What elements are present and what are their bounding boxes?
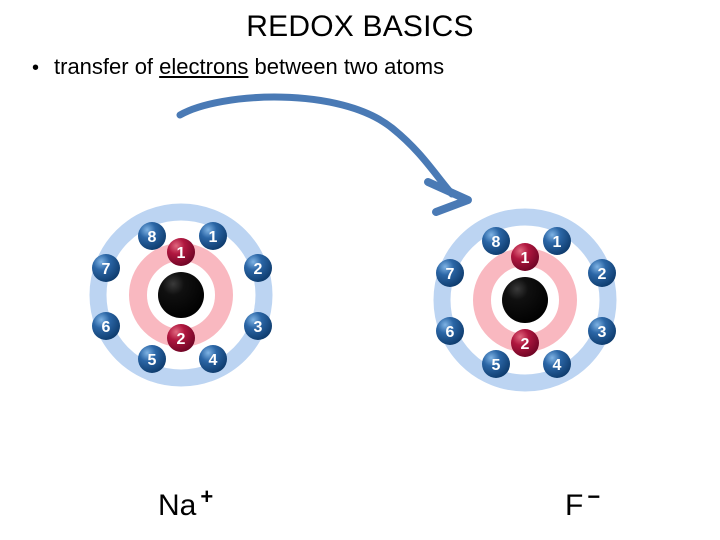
outer-electron: 8 [138, 222, 166, 250]
sodium-charge: + [200, 484, 214, 509]
outer-electron: 1 [199, 222, 227, 250]
bullet-underlined-word: electrons [159, 54, 249, 79]
nucleus [502, 277, 548, 323]
outer-electron: 7 [92, 254, 120, 282]
outer-electron-number: 8 [492, 234, 501, 251]
outer-electron: 3 [244, 312, 272, 340]
outer-electron-number: 2 [254, 261, 263, 278]
outer-electron: 6 [92, 312, 120, 340]
outer-electron: 4 [543, 350, 571, 378]
outer-electron: 1 [543, 227, 571, 255]
outer-electron-number: 7 [446, 266, 455, 283]
outer-electron: 5 [138, 345, 166, 373]
outer-electron-number: 3 [598, 324, 607, 341]
sodium-atom-diagram: 1 2 1 2 3 4 [81, 195, 281, 395]
outer-electron: 5 [482, 350, 510, 378]
bullet-line: • transfer of electrons between two atoms [32, 53, 692, 82]
inner-electron-number: 1 [177, 245, 186, 262]
outer-electron-number: 5 [492, 357, 501, 374]
outer-electron-number: 1 [209, 229, 218, 246]
inner-electron-number: 1 [521, 250, 530, 267]
outer-electron-number: 5 [148, 352, 157, 369]
outer-electron-number: 8 [148, 229, 157, 246]
outer-electron-number: 1 [553, 234, 562, 251]
outer-electron-number: 6 [102, 319, 111, 336]
nucleus [158, 272, 204, 318]
outer-electron: 4 [199, 345, 227, 373]
outer-electron: 6 [436, 317, 464, 345]
electron-transfer-arrow [176, 93, 472, 216]
outer-electron-number: 7 [102, 261, 111, 278]
bullet-text-after: between two atoms [248, 54, 445, 79]
outer-electron-number: 6 [446, 324, 455, 341]
bullet-marker: • [32, 57, 40, 79]
sodium-symbol: Na [158, 489, 197, 522]
bullet-text-before: transfer of [54, 54, 160, 79]
sodium-ion-label: Na+ [158, 486, 213, 523]
inner-electron-number: 2 [521, 336, 530, 353]
fluoride-ion-label: F− [565, 486, 600, 523]
outer-electron: 3 [588, 317, 616, 345]
inner-electron: 1 [511, 243, 539, 271]
outer-electron: 2 [244, 254, 272, 282]
outer-electron: 8 [482, 227, 510, 255]
atom-svg-left: 1 2 1 2 3 4 [89, 203, 273, 387]
arrow-shaft [176, 93, 456, 198]
inner-electron: 1 [167, 238, 195, 266]
inner-electron: 2 [511, 329, 539, 357]
outer-electron: 7 [436, 259, 464, 287]
outer-electron-number: 2 [598, 266, 607, 283]
inner-electron: 2 [167, 324, 195, 352]
outer-electron: 2 [588, 259, 616, 287]
outer-electron-number: 4 [553, 357, 562, 374]
fluorine-atom-diagram: 1 2 1 2 3 4 5 [425, 200, 625, 400]
outer-shell-ring [433, 208, 617, 392]
fluorine-charge: − [587, 484, 601, 509]
inner-electron-number: 2 [177, 331, 186, 348]
atom-svg-right: 1 2 1 2 3 4 5 [433, 208, 617, 392]
arrow-head-icon [424, 178, 472, 216]
fluorine-symbol: F [565, 489, 584, 522]
outer-shell-ring [89, 203, 273, 387]
outer-electron-number: 4 [209, 352, 218, 369]
outer-electron-number: 3 [254, 319, 263, 336]
page-title: REDOX BASICS [246, 10, 474, 43]
